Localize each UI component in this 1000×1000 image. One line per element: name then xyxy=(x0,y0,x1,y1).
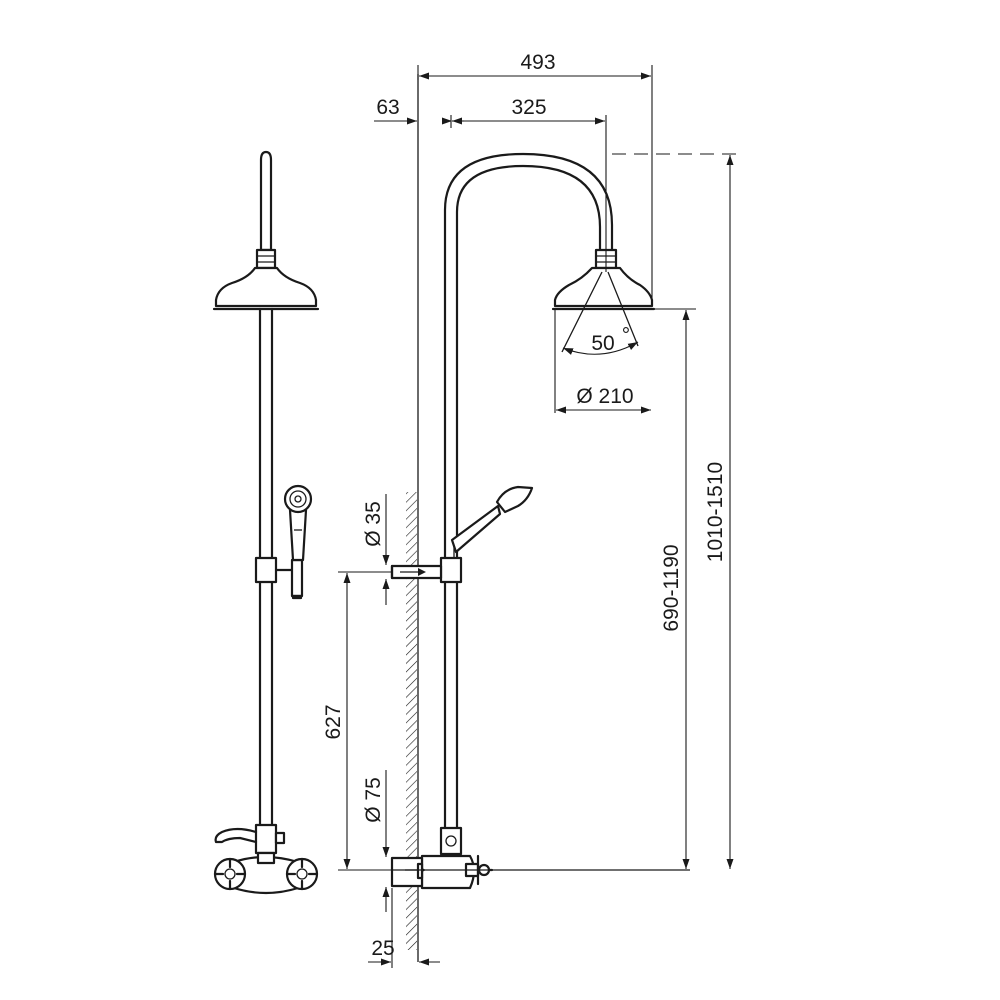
dim-spray-angle: 50 xyxy=(591,332,614,355)
front-handle-right xyxy=(285,857,319,891)
side-hand-shower xyxy=(450,504,502,554)
dimensions: 493 63 325 1010-1510 690-1190 Ø 210 50 °… xyxy=(322,51,740,968)
side-wall-bracket xyxy=(439,556,463,584)
side-view xyxy=(390,74,690,962)
front-view xyxy=(212,150,320,895)
gooseneck-outer xyxy=(443,152,614,560)
gooseneck-inner xyxy=(455,164,602,560)
dim-arm-reach: 325 xyxy=(511,96,546,119)
spray-cone-right xyxy=(607,271,639,347)
front-riser-top xyxy=(259,150,273,252)
front-head-nut xyxy=(255,248,277,270)
dim-total-height: 1010-1510 xyxy=(704,462,727,562)
dim-flange-diameter: Ø 75 xyxy=(362,777,385,823)
front-hand-shower xyxy=(283,484,313,562)
front-wall-bracket xyxy=(254,556,278,584)
dim-bracket-diameter: Ø 35 xyxy=(362,501,385,547)
dim-bracket-spacing: 627 xyxy=(322,704,345,739)
dim-head-diameter: Ø 210 xyxy=(576,385,633,408)
front-diverter-body xyxy=(254,823,278,855)
front-diverter-knob xyxy=(274,831,286,845)
wall-hatching xyxy=(406,492,417,950)
front-shower-head xyxy=(214,266,318,308)
dim-wall-offset: 63 xyxy=(376,96,399,119)
dim-total-width: 493 xyxy=(520,51,555,74)
dim-head-height: 690-1190 xyxy=(660,544,683,631)
front-handle-left xyxy=(213,857,247,891)
spray-angle-arc xyxy=(562,341,639,355)
side-diverter xyxy=(439,826,463,856)
dim-wall-gap: 25 xyxy=(371,937,394,960)
side-hand-shower-head xyxy=(495,485,534,514)
dim-spray-angle-degree: ° xyxy=(622,324,630,347)
spray-cone-left xyxy=(561,271,603,353)
side-shower-head xyxy=(553,266,654,308)
front-lever xyxy=(214,827,258,844)
front-hand-shower-holder xyxy=(290,558,304,598)
